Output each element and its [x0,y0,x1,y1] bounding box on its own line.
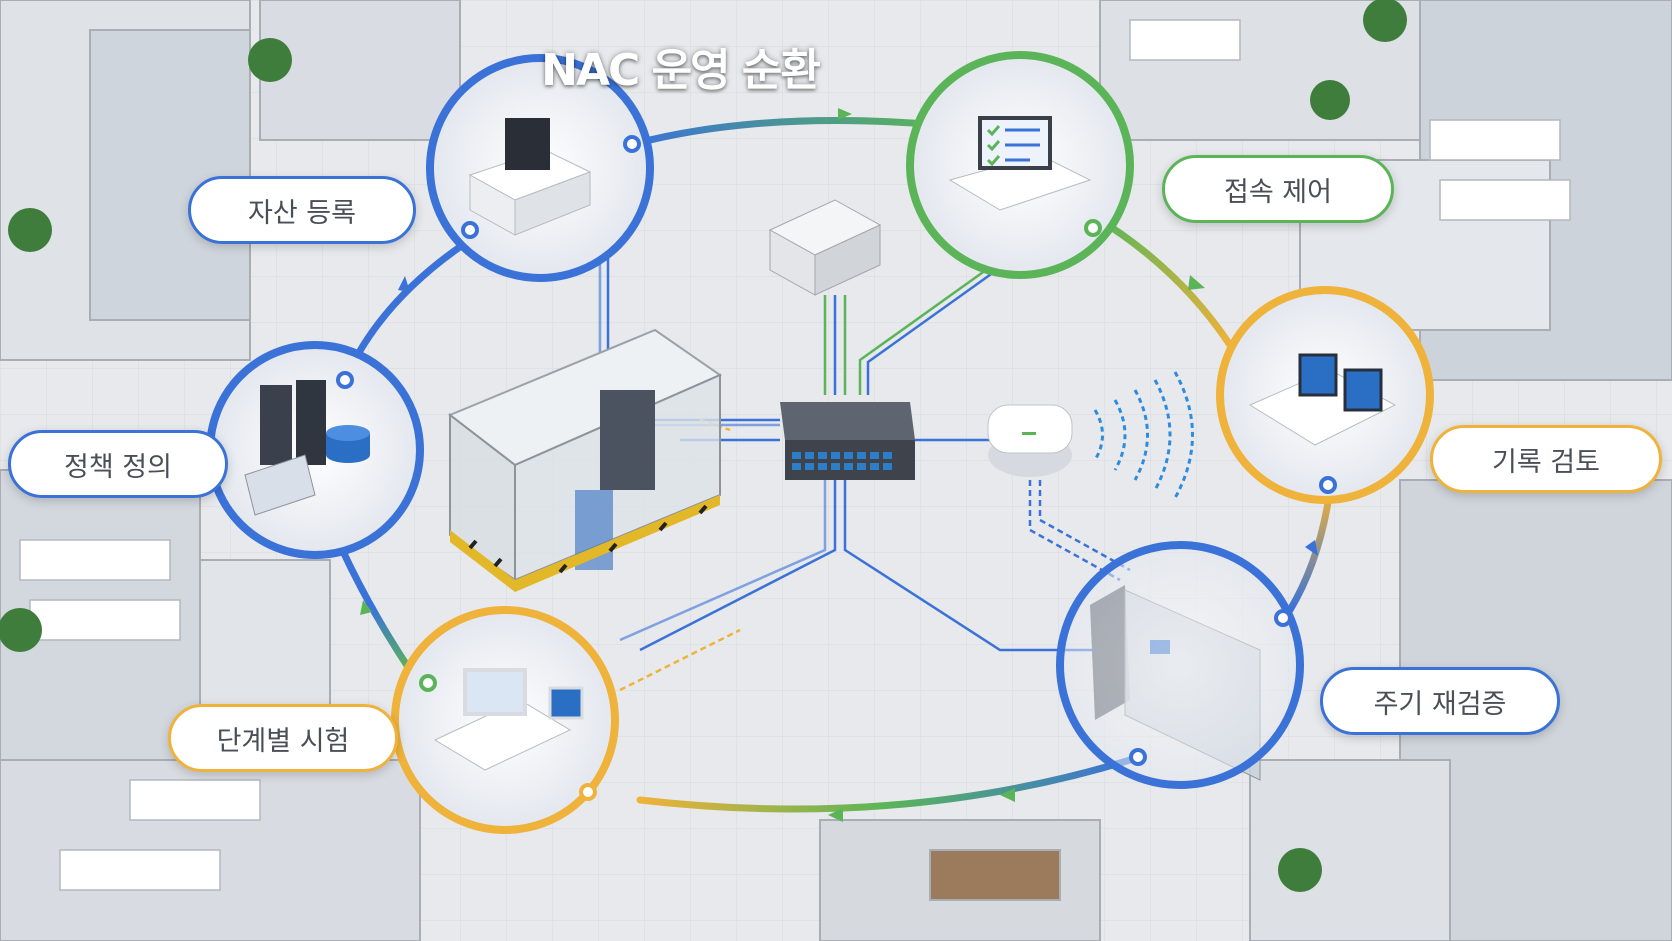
glass-server-room [448,328,723,592]
node-asset-registration [426,54,654,282]
node-access-control [906,51,1134,279]
stage-label-log-review: 기록 검토 [1430,425,1662,493]
wifi-signal-icon [1093,371,1194,499]
node-policy-definition [206,341,424,559]
stage-label-access-control: 접속 제어 [1162,155,1394,223]
ring-junction-dots [336,135,1337,801]
node-staged-testing [391,606,619,834]
node-log-review [1216,286,1434,504]
network-switch [780,402,915,480]
server-appliance [768,199,882,296]
stage-label-periodic-revalidation: 주기 재검증 [1320,667,1560,735]
stage-label-staged-testing: 단계별 시험 [168,704,398,772]
cycle-arrows [360,108,1318,822]
wireless-access-point [987,404,1073,477]
node-periodic-revalidation [1056,541,1304,789]
plants [0,0,1407,892]
stage-label-policy-definition: 정책 정의 [8,430,228,498]
desks [19,19,1571,891]
stage-label-asset-registration: 자산 등록 [188,176,416,244]
page-title: NAC 운영 순환 [541,45,821,96]
